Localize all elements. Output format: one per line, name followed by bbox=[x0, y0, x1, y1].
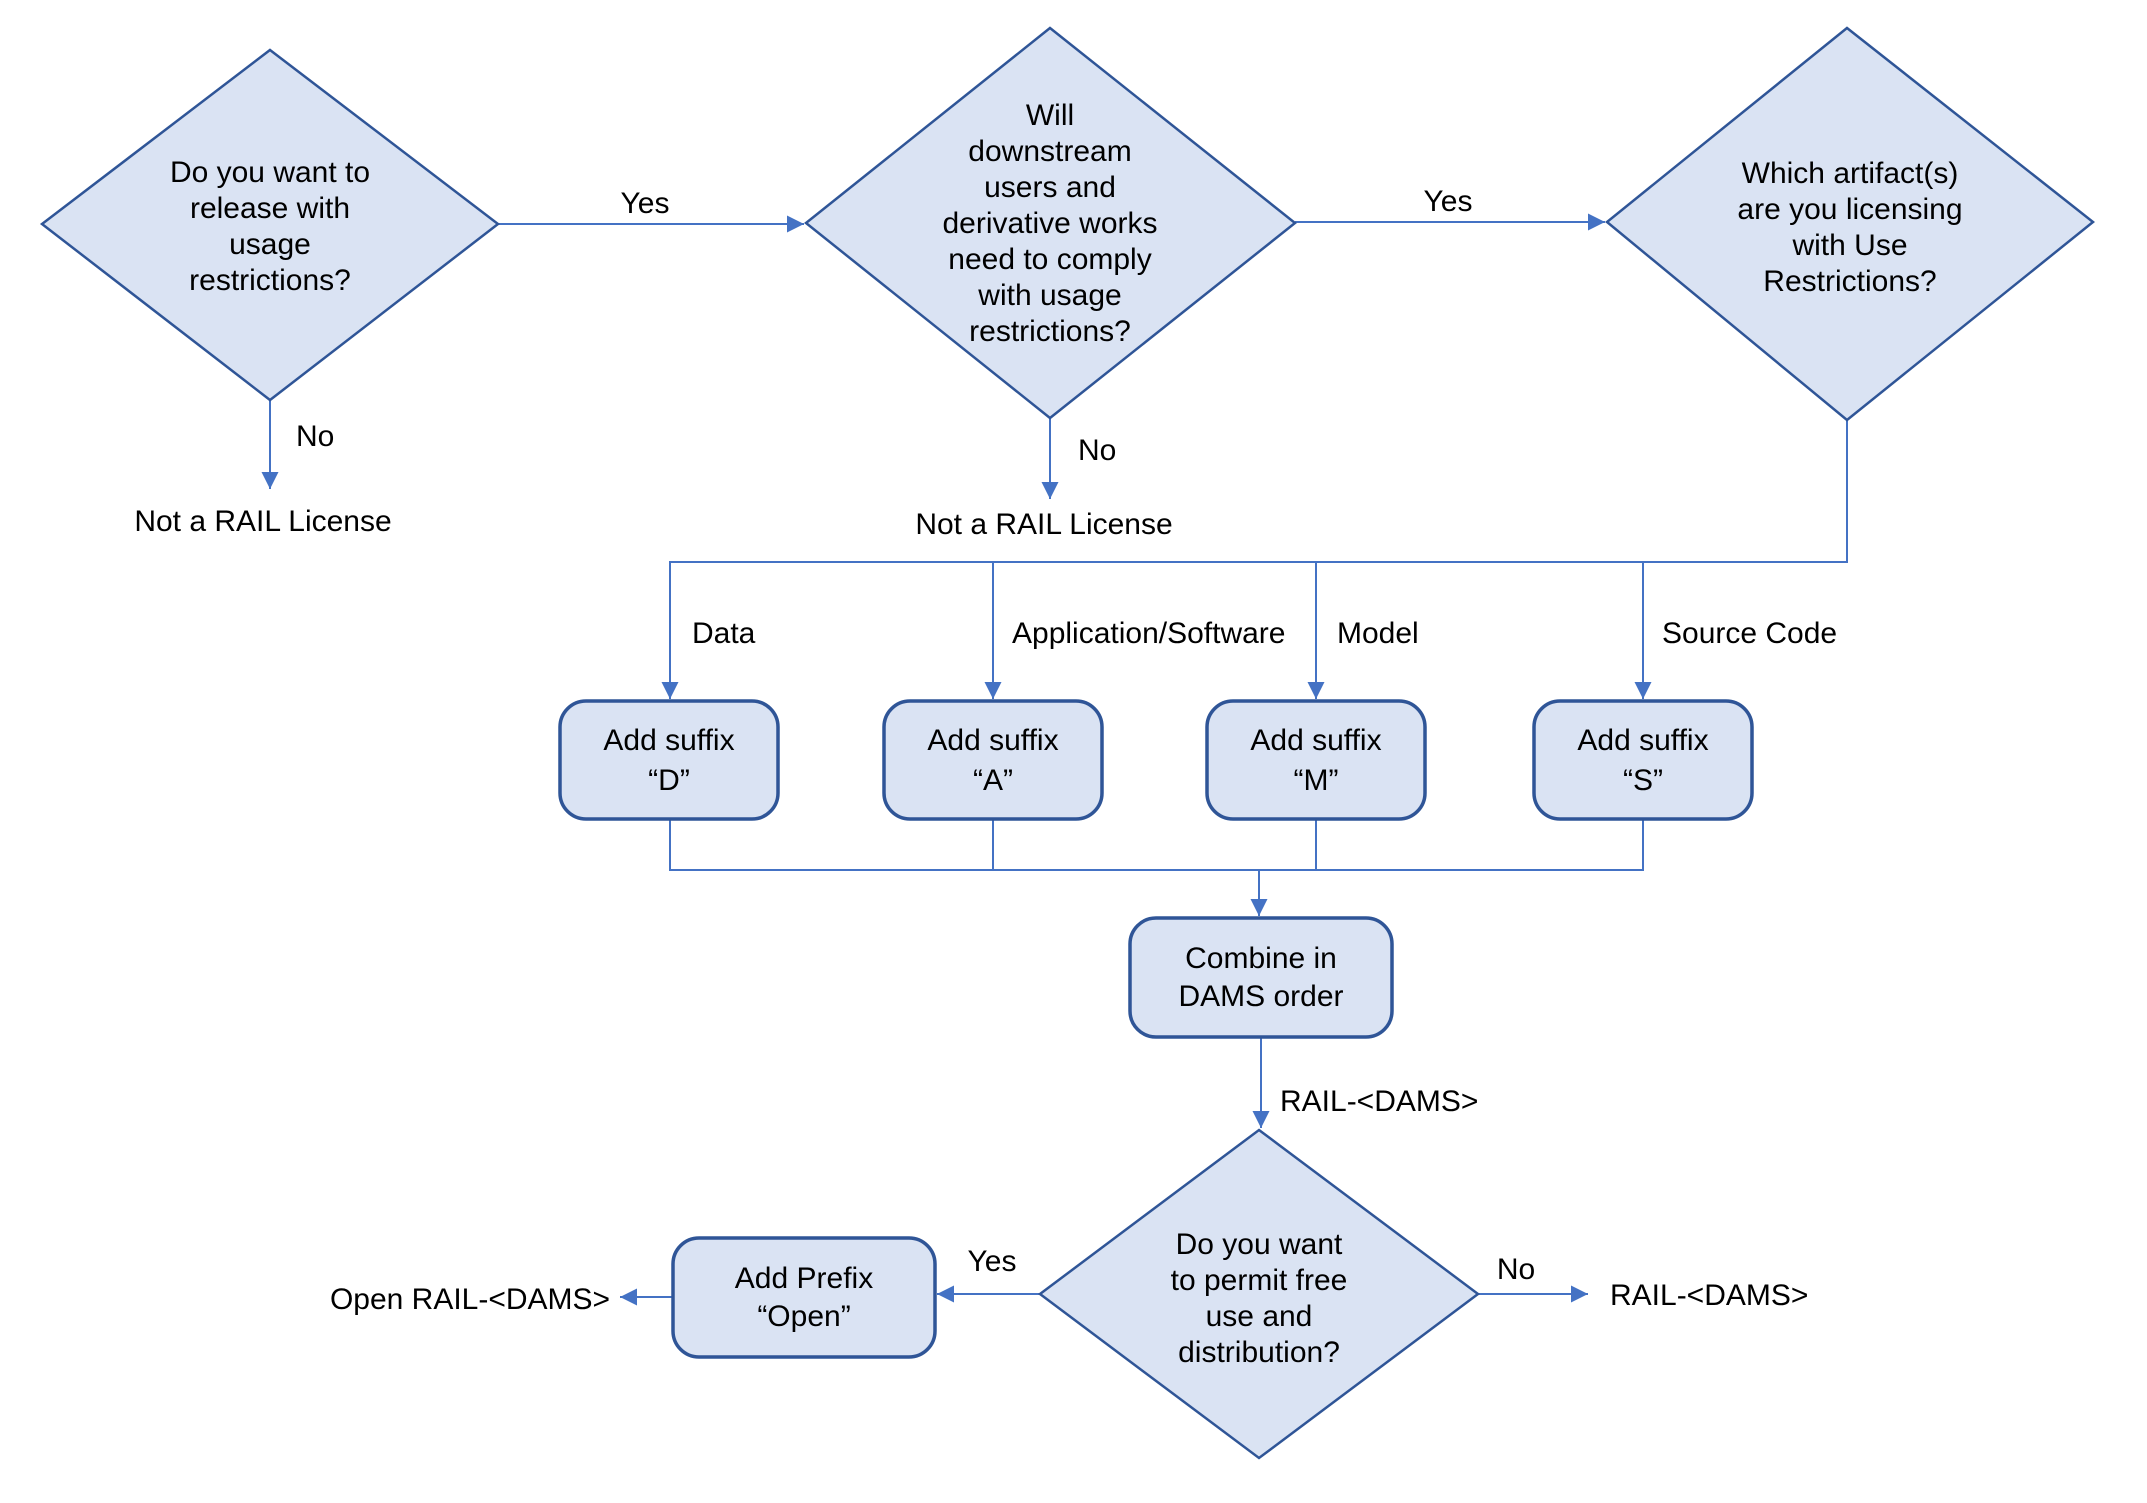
label-yes-downstream: Yes bbox=[1424, 185, 1473, 218]
label-yes-release: Yes bbox=[621, 187, 670, 220]
node-text-line: “D” bbox=[648, 764, 690, 797]
node-text-line: to permit free bbox=[1171, 1264, 1348, 1297]
node-text-line: restrictions? bbox=[189, 264, 351, 297]
node-text-line: Add Prefix bbox=[735, 1262, 873, 1295]
node-text-line: downstream bbox=[968, 135, 1131, 168]
node-text-line: restrictions? bbox=[969, 315, 1131, 348]
box-shape bbox=[671, 1236, 937, 1359]
node-text-line: derivative works bbox=[942, 207, 1157, 240]
process-add-suffix-a: Add suffix “A” bbox=[882, 699, 1104, 821]
node-text-line: “Open” bbox=[757, 1300, 850, 1333]
decision-downstream-comply: Will downstream users and derivative wor… bbox=[803, 26, 1298, 420]
connector-artifacts-to-data bbox=[661, 420, 1848, 699]
node-text-line: are you licensing bbox=[1737, 193, 1962, 226]
diamond-shape bbox=[1037, 1128, 1481, 1460]
edge-labels: Yes Yes No No Not a RAIL License Not a R… bbox=[134, 185, 1837, 1316]
box-shape bbox=[1205, 699, 1427, 821]
process-add-prefix-open: Add Prefix “Open” bbox=[671, 1236, 937, 1359]
diamond-shape bbox=[1605, 26, 2096, 422]
box-shape bbox=[1128, 916, 1394, 1039]
process-add-suffix-m: Add suffix “M” bbox=[1205, 699, 1427, 821]
process-add-suffix-s: Add suffix “S” bbox=[1532, 699, 1754, 821]
node-text-line: need to comply bbox=[948, 243, 1151, 276]
node-text-line: Will bbox=[1026, 99, 1074, 132]
label-no-release: No bbox=[296, 420, 334, 453]
node-text-line: “S” bbox=[1623, 764, 1663, 797]
label-branch-source-code: Source Code bbox=[1662, 617, 1837, 650]
label-branch-application: Application/Software bbox=[1012, 617, 1286, 650]
node-text-line: Add suffix bbox=[927, 724, 1058, 757]
node-text-line: Do you want bbox=[1176, 1228, 1343, 1261]
process-add-suffix-d: Add suffix “D” bbox=[558, 699, 780, 821]
node-text-line: Restrictions? bbox=[1763, 265, 1936, 298]
diamond-shape bbox=[39, 48, 501, 402]
node-text-line: Add suffix bbox=[1577, 724, 1708, 757]
node-text-line: usage bbox=[229, 228, 311, 261]
label-branch-data: Data bbox=[692, 617, 756, 650]
decision-release-restrictions: Do you want to release with usage restri… bbox=[39, 48, 501, 402]
node-text-line: “M” bbox=[1294, 764, 1339, 797]
node-text-line: Combine in bbox=[1185, 942, 1337, 975]
decision-which-artifacts: Which artifact(s) are you licensing with… bbox=[1605, 26, 2096, 422]
node-text-line: users and bbox=[984, 171, 1116, 204]
label-branch-model: Model bbox=[1337, 617, 1419, 650]
node-text-line: with Use bbox=[1791, 229, 1907, 262]
node-text-line: Which artifact(s) bbox=[1742, 157, 1959, 190]
node-text-line: use and bbox=[1206, 1300, 1313, 1333]
label-yes-free-use: Yes bbox=[968, 1245, 1017, 1278]
box-shape bbox=[1532, 699, 1754, 821]
box-shape bbox=[558, 699, 780, 821]
label-rail-dams-mid: RAIL-<DAMS> bbox=[1280, 1085, 1478, 1118]
node-text-line: Do you want to bbox=[170, 156, 370, 189]
terminal-not-rail-license-mid: Not a RAIL License bbox=[915, 508, 1172, 541]
label-no-downstream: No bbox=[1078, 434, 1116, 467]
terminal-open-rail-dams: Open RAIL-<DAMS> bbox=[330, 1283, 610, 1316]
label-no-free-use: No bbox=[1497, 1253, 1535, 1286]
node-text-line: Add suffix bbox=[603, 724, 734, 757]
process-combine-dams-order: Combine in DAMS order bbox=[1128, 916, 1394, 1039]
node-text-line: with usage bbox=[977, 279, 1121, 312]
terminal-not-rail-license-left: Not a RAIL License bbox=[134, 505, 391, 538]
diamond-shape bbox=[803, 26, 1298, 420]
terminal-rail-dams-right: RAIL-<DAMS> bbox=[1610, 1279, 1808, 1312]
node-text-line: DAMS order bbox=[1178, 980, 1343, 1013]
node-text-line: Add suffix bbox=[1250, 724, 1381, 757]
node-text-line: release with bbox=[190, 192, 350, 225]
decision-permit-free-use: Do you want to permit free use and distr… bbox=[1037, 1128, 1481, 1460]
merge-rake-line bbox=[669, 819, 1644, 871]
connectors bbox=[261, 213, 1848, 1306]
box-shape bbox=[882, 699, 1104, 821]
node-text-line: distribution? bbox=[1178, 1336, 1340, 1369]
node-text-line: “A” bbox=[973, 764, 1013, 797]
